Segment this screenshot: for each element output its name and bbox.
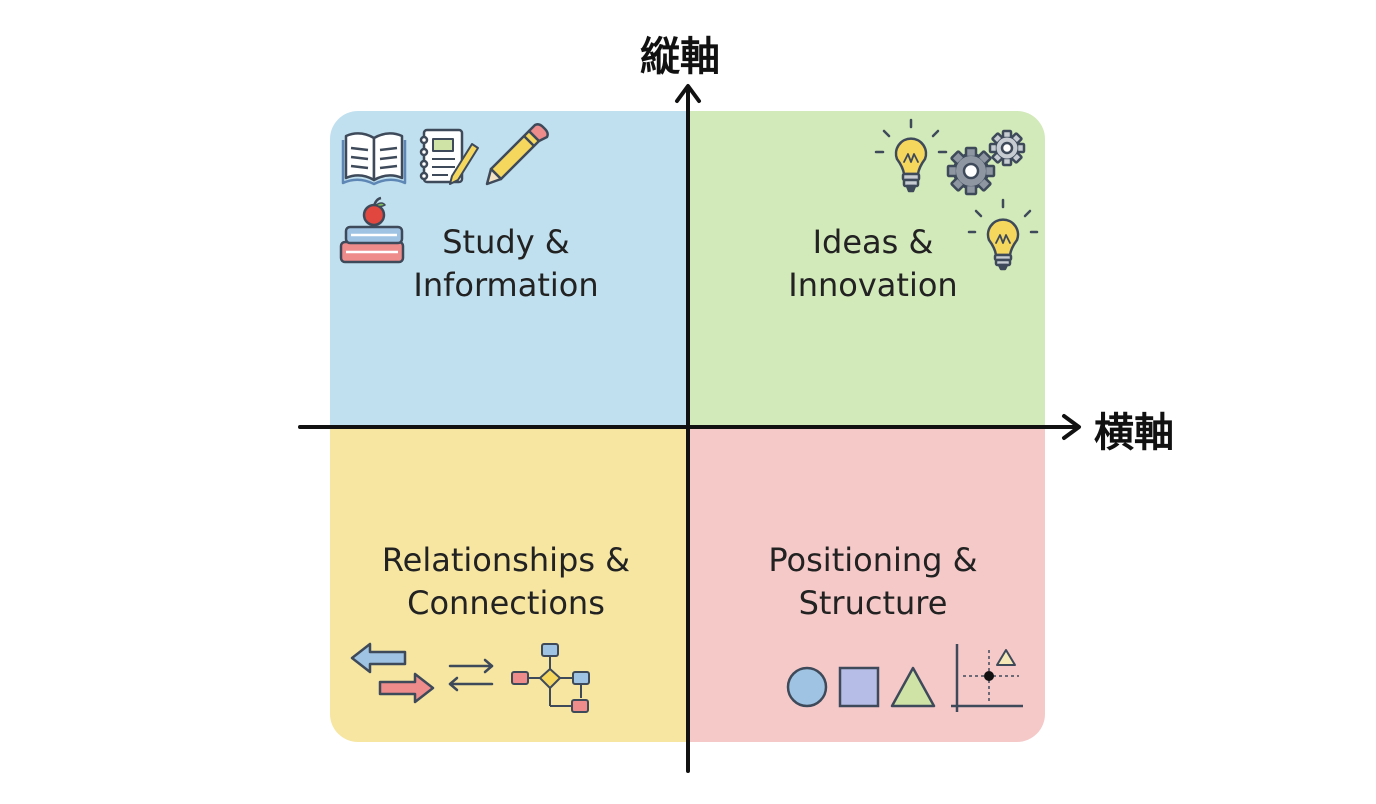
triangle-shape-icon <box>890 666 936 708</box>
quadrant-top-right-label-line2: Innovation <box>788 266 958 304</box>
swap-arrows-icon <box>448 658 494 692</box>
quadrant-top-left-label: Study & Information <box>326 221 686 307</box>
coordinate-plot-icon <box>951 644 1023 712</box>
quadrant-bottom-left-label-line2: Connections <box>407 584 605 622</box>
gears-icon <box>946 129 1026 196</box>
axes <box>298 84 1081 773</box>
vertical-axis-arrowhead <box>675 84 701 103</box>
books-apple-icon <box>339 196 405 264</box>
circle-shape-icon <box>786 666 828 708</box>
square-shape-icon <box>838 666 880 708</box>
quadrant-bottom-right-label: Positioning & Structure <box>693 539 1053 625</box>
flowchart-icon <box>511 643 590 713</box>
lightbulb-icon <box>967 198 1039 271</box>
quadrant-top-right-label: Ideas & Innovation <box>693 221 1053 307</box>
notebook-icon <box>419 128 479 185</box>
quadrant-bottom-left-label: Relationships & Connections <box>326 539 686 625</box>
quadrant-bottom-right-label-line1: Positioning & <box>768 541 978 579</box>
two-way-arrows-icon <box>350 642 435 704</box>
open-book-icon <box>341 132 407 186</box>
pencil-icon <box>485 123 549 186</box>
quadrant-bottom-right-label-line2: Structure <box>798 584 948 622</box>
quadrant-top-right-label-line1: Ideas & <box>812 223 934 261</box>
quadrant-top-left-label-line2: Information <box>413 266 599 304</box>
lightbulb-icon <box>874 118 948 193</box>
horizontal-axis-arrowhead <box>1062 414 1081 440</box>
quadrant-bottom-left-label-line1: Relationships & <box>381 541 631 579</box>
vertical-axis-label: 縦軸 <box>640 34 720 80</box>
quadrant-top-left-label-line1: Study & <box>442 223 570 261</box>
horizontal-axis-label: 横軸 <box>1094 410 1174 456</box>
